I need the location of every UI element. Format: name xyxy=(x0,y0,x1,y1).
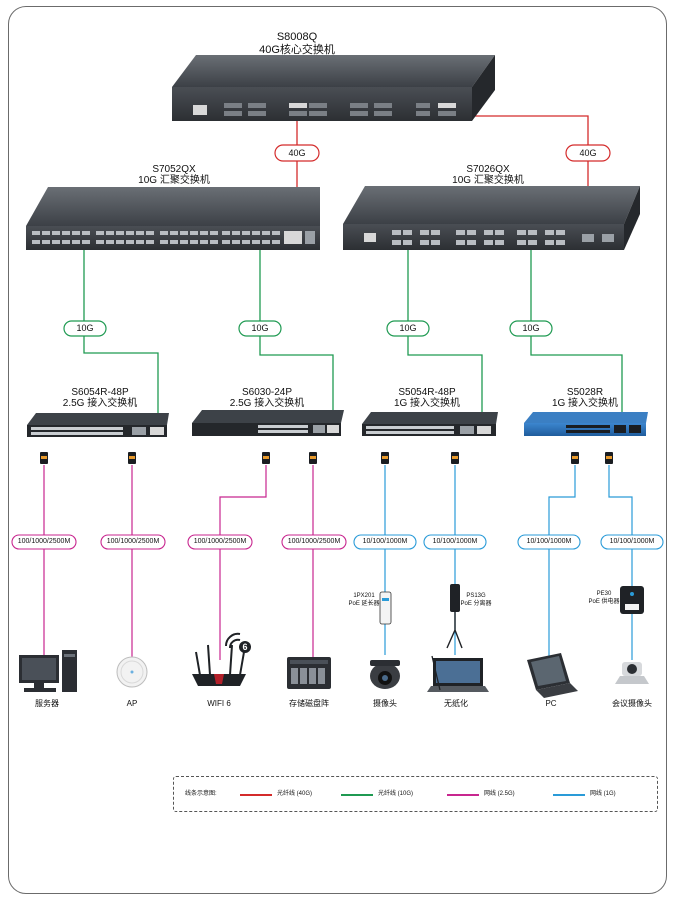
link-label-access-5: 10/100/1000M xyxy=(362,538,408,545)
access-switch-model-4: S5028R xyxy=(566,387,604,398)
link-label-10g-2: 10G xyxy=(251,323,269,333)
link-label-10g-3: 10G xyxy=(399,323,417,333)
poe-extender-desc: PoE 延长器 xyxy=(348,601,380,607)
legend xyxy=(173,776,658,812)
endpoint-label-pc: PC xyxy=(545,699,557,708)
legend-swatch-10g xyxy=(341,794,373,796)
server-icon xyxy=(19,650,77,692)
core-switch-model: S8008Q xyxy=(276,31,318,43)
pc-laptop-icon xyxy=(527,653,578,698)
endpoint-label-wifi6: WIFI 6 xyxy=(207,699,231,708)
poe-injector-device xyxy=(620,586,644,614)
legend-swatch-2-5g xyxy=(447,794,479,796)
link-label-access-2: 100/1000/2500M xyxy=(106,538,160,545)
link-10g-to-s6054r xyxy=(83,250,159,422)
link-10g-to-s6030 xyxy=(259,250,334,428)
poe-injector-desc: PoE 供电器 xyxy=(588,599,620,605)
endpoint-label-camera: 摄像头 xyxy=(373,699,397,708)
wifi6-badge-number: 6 xyxy=(242,642,247,652)
link-label-access-8: 10/100/1000M xyxy=(609,538,655,545)
access-switch-model-1: S6054R-48P xyxy=(71,387,129,398)
access-switch-model-2: S6030-24P xyxy=(241,387,293,398)
poe-extender-device xyxy=(379,591,392,625)
link-label-40g-left: 40G xyxy=(288,148,306,158)
link-label-access-6: 10/100/1000M xyxy=(432,538,478,545)
endpoint-label-storage: 存储磁盘阵 xyxy=(289,699,329,708)
legend-label-10g: 光纤线 (10G) xyxy=(378,791,414,797)
access-switch-desc-4: 1G 接入交换机 xyxy=(551,398,619,409)
agg-switch-s7026qx xyxy=(343,186,640,250)
ap-icon xyxy=(116,656,148,688)
access-switch-desc-1: 2.5G 接入交换机 xyxy=(62,398,138,409)
conference-camera-icon xyxy=(615,662,649,684)
paperless-terminal-icon xyxy=(427,655,489,692)
link-label-40g-right: 40G xyxy=(579,148,597,158)
link-label-10g-4: 10G xyxy=(522,323,540,333)
poe-extender-model: 1PX201 xyxy=(353,593,375,599)
link-2-5g-wifi6 xyxy=(219,465,267,660)
link-label-10g-1: 10G xyxy=(76,323,94,333)
access-switch-s5028r xyxy=(524,412,648,436)
wifi6-router-icon xyxy=(192,644,246,686)
legend-label-40g: 光纤线 (40G) xyxy=(277,791,313,797)
endpoint-label-conf-camera: 会议摄像头 xyxy=(612,699,652,708)
poe-splitter-model: PS13G xyxy=(466,593,486,599)
legend-label-1g: 网线 (1G) xyxy=(590,791,616,797)
access-switch-s5054r-48p xyxy=(362,412,498,436)
access-switch-desc-3: 1G 接入交换机 xyxy=(393,398,461,409)
access-switch-s6054r-48p xyxy=(27,413,169,437)
link-10g-to-s5054r xyxy=(407,250,483,427)
access-switch-s6030-24p xyxy=(192,410,344,436)
link-label-access-7: 10/100/1000M xyxy=(526,538,572,545)
rj45-connectors xyxy=(40,452,613,464)
storage-array-icon xyxy=(287,657,331,689)
link-1g-conf-camera xyxy=(608,465,633,660)
endpoint-label-paperless: 无纸化 xyxy=(444,699,468,708)
core-switch-desc: 40G核心交换机 xyxy=(259,44,335,56)
wifi6-badge-icon xyxy=(224,632,251,653)
link-10g-to-s5028r xyxy=(530,250,623,426)
agg-switch-desc-2: 10G 汇聚交换机 xyxy=(452,175,524,186)
link-label-access-3: 100/1000/2500M xyxy=(193,538,247,545)
access-switch-model-3: S5054R-48P xyxy=(398,387,456,398)
legend-title: 线条示意图: xyxy=(185,791,217,797)
legend-swatch-1g xyxy=(553,794,585,796)
legend-swatch-40g xyxy=(240,794,272,796)
link-1g-pc xyxy=(548,465,576,656)
access-switch-desc-2: 2.5G 接入交换机 xyxy=(229,398,305,409)
endpoint-label-server: 服务器 xyxy=(35,699,59,708)
poe-injector-model: PE30 xyxy=(596,591,612,597)
agg-switch-model-2: S7026QX xyxy=(466,164,510,175)
link-label-access-1: 100/1000/2500M xyxy=(17,538,71,545)
agg-switch-desc-1: 10G 汇聚交换机 xyxy=(138,175,210,186)
link-label-access-4: 100/1000/2500M xyxy=(287,538,341,545)
legend-label-2-5g: 网线 (2.5G) xyxy=(484,791,515,797)
agg-switch-s7052qx xyxy=(26,187,320,250)
core-switch-s8008q xyxy=(172,55,495,121)
camera-icon xyxy=(370,660,400,689)
diagram-frame xyxy=(8,6,667,894)
poe-splitter-desc: PoE 分离器 xyxy=(460,601,492,607)
poe-splitter-device xyxy=(446,584,463,649)
endpoint-label-ap: AP xyxy=(126,699,138,708)
agg-switch-model-1: S7052QX xyxy=(152,164,196,175)
